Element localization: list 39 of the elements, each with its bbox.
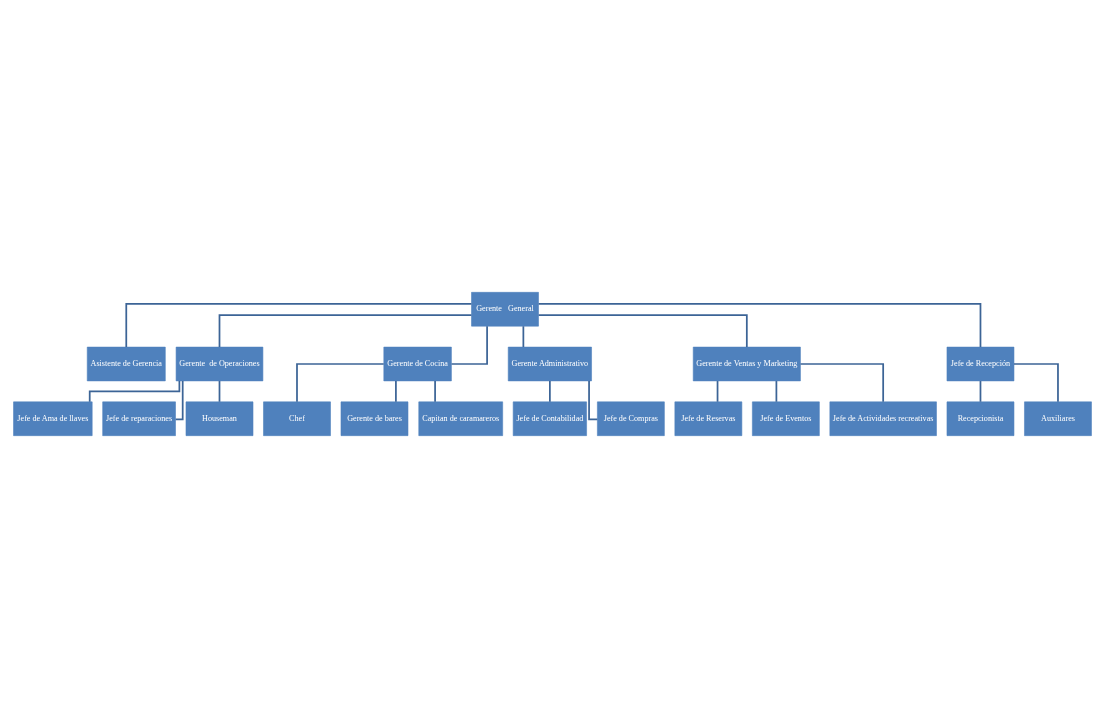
connector (218, 380, 221, 403)
node-box: Gerente de bares (340, 401, 409, 436)
connector (716, 380, 719, 403)
connector (174, 380, 184, 421)
node-box: Houseman (185, 401, 254, 436)
connector (588, 380, 599, 421)
node-box: Recepcionista (946, 401, 1015, 436)
node-box: Jefe de Compras (597, 401, 665, 436)
connector (125, 303, 473, 348)
node-box: Jefe de Ama de llaves (13, 401, 93, 436)
node-box: Jefe de Eventos (752, 401, 820, 436)
node-box: Capitan de caramareros (418, 401, 503, 436)
node-box: Chef (263, 401, 331, 436)
connector (395, 380, 397, 403)
connector (296, 363, 385, 403)
node-box: Gerente de Operaciones (175, 346, 264, 382)
connector (537, 314, 748, 348)
node-box: Asistente de Gerencia (86, 346, 166, 382)
connector (979, 380, 982, 403)
node-box: Auxiliares (1024, 401, 1092, 436)
node-box: Jefe de Reservas (674, 401, 743, 436)
node-box: Jefe de Actividades recreativas (829, 401, 937, 436)
connector (549, 380, 551, 403)
connector (450, 325, 488, 365)
connector (799, 363, 885, 403)
connector (218, 314, 473, 348)
connector (1013, 363, 1059, 403)
node-box: Jefe de Contabilidad (512, 401, 587, 436)
node-box: Gerente de Cocina (383, 346, 452, 382)
node-box: Jefe de reparaciones (102, 401, 176, 436)
connector (775, 380, 778, 403)
node-box: Gerente General (471, 292, 539, 327)
connector (88, 380, 181, 403)
connector (522, 325, 525, 348)
node-box: Jefe de Recepción (946, 346, 1015, 382)
node-box: Gerente de Ventas y Marketing (692, 346, 801, 382)
connector (434, 380, 436, 403)
node-box: Gerente Administrativo (507, 346, 592, 382)
connector (537, 303, 982, 348)
